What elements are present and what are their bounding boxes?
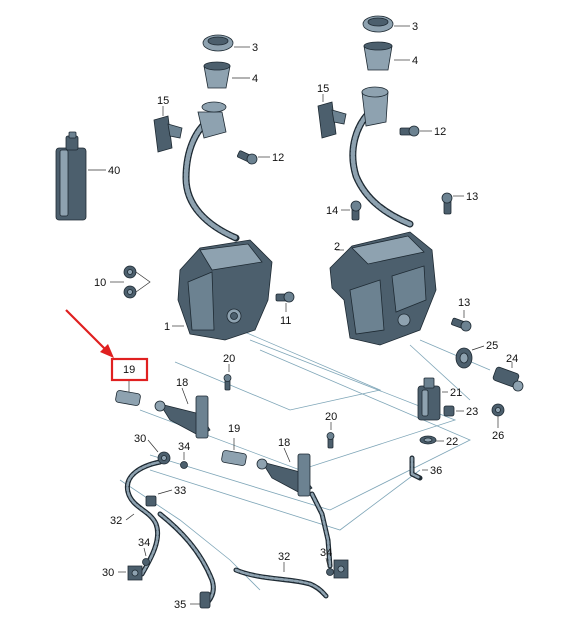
label-20-right: 20 bbox=[325, 411, 337, 423]
label-15-right: 15 bbox=[317, 83, 329, 95]
label-3-right: 3 bbox=[412, 21, 418, 33]
label-18-left: 18 bbox=[176, 377, 188, 389]
part-12-bolt-right[interactable] bbox=[399, 125, 420, 137]
label-19-right: 19 bbox=[228, 423, 240, 435]
label-36: 36 bbox=[430, 465, 442, 477]
part-40-fluid-bottle[interactable] bbox=[55, 131, 87, 221]
part-14-bolt[interactable] bbox=[350, 200, 362, 221]
part-filler-neck-right bbox=[349, 86, 414, 228]
label-34-middle: 34 bbox=[138, 537, 150, 549]
part-36-elbow[interactable] bbox=[409, 455, 423, 481]
label-33: 33 bbox=[174, 485, 186, 497]
part-2-washer-reservoir-alt[interactable] bbox=[329, 231, 437, 346]
label-19-highlighted: 19 bbox=[123, 364, 135, 376]
label-3-left: 3 bbox=[252, 42, 258, 54]
part-32-hose-left[interactable] bbox=[124, 459, 216, 607]
part-34-clip-middle[interactable] bbox=[142, 558, 150, 566]
label-34-right: 34 bbox=[320, 547, 332, 559]
part-1-washer-reservoir[interactable] bbox=[177, 239, 273, 341]
part-19-nozzle-cap-highlighted[interactable] bbox=[115, 390, 141, 406]
part-4-strainer-left[interactable] bbox=[203, 61, 231, 89]
part-connector-right-end[interactable] bbox=[333, 559, 349, 579]
label-12-left: 12 bbox=[272, 152, 284, 164]
part-20-screw-left[interactable] bbox=[223, 374, 232, 391]
label-30-upper: 30 bbox=[134, 433, 146, 445]
label-18-right: 18 bbox=[278, 437, 290, 449]
label-10: 10 bbox=[94, 277, 106, 289]
label-4-left: 4 bbox=[252, 73, 258, 85]
part-4-strainer-right[interactable] bbox=[363, 41, 393, 71]
part-13-bolt-upper[interactable] bbox=[441, 192, 453, 215]
label-1: 1 bbox=[164, 321, 170, 333]
label-4-right: 4 bbox=[412, 55, 418, 67]
part-30-connector-lower[interactable] bbox=[127, 565, 143, 581]
label-20-left: 20 bbox=[223, 353, 235, 365]
part-15-bracket-right[interactable] bbox=[317, 101, 347, 139]
part-24-level-sensor[interactable] bbox=[492, 366, 524, 392]
label-23: 23 bbox=[466, 406, 478, 418]
part-23-plug[interactable] bbox=[443, 405, 455, 417]
part-34-clip-upper[interactable] bbox=[180, 461, 188, 469]
part-19-nozzle-cap-right[interactable] bbox=[221, 450, 247, 466]
part-18-nozzle-right[interactable] bbox=[256, 453, 313, 497]
part-26-seal[interactable] bbox=[491, 403, 505, 417]
part-20-screw-right[interactable] bbox=[326, 432, 335, 449]
label-13-upper: 13 bbox=[466, 191, 478, 203]
part-3-cap-right[interactable] bbox=[362, 15, 394, 33]
part-15-bracket-left[interactable] bbox=[153, 115, 183, 153]
label-14: 14 bbox=[326, 205, 338, 217]
part-12-bolt-left[interactable] bbox=[237, 150, 258, 165]
part-34-clip-right[interactable] bbox=[326, 568, 334, 576]
part-10-nuts[interactable] bbox=[123, 265, 137, 299]
label-32-right: 32 bbox=[278, 551, 290, 563]
label-25: 25 bbox=[486, 340, 498, 352]
part-21-washer-pump[interactable] bbox=[417, 377, 441, 421]
label-22: 22 bbox=[446, 436, 458, 448]
part-22-seal-ring[interactable] bbox=[419, 435, 437, 445]
part-filler-neck-left bbox=[182, 101, 240, 242]
label-30-lower: 30 bbox=[102, 567, 114, 579]
label-2: 2 bbox=[334, 241, 340, 253]
part-35-connector[interactable] bbox=[199, 591, 211, 609]
label-26: 26 bbox=[492, 430, 504, 442]
label-13-lower: 13 bbox=[458, 297, 470, 309]
label-32-left: 32 bbox=[110, 515, 122, 527]
part-11-bolt[interactable] bbox=[275, 291, 295, 303]
part-30-connector-upper[interactable] bbox=[157, 451, 171, 465]
part-3-cap-left[interactable] bbox=[202, 34, 234, 52]
part-33-t-connector[interactable] bbox=[145, 495, 157, 507]
label-40: 40 bbox=[108, 165, 120, 177]
label-15-left: 15 bbox=[157, 95, 169, 107]
label-24: 24 bbox=[506, 353, 518, 365]
highlight-box-19 bbox=[110, 357, 149, 382]
label-35: 35 bbox=[174, 599, 186, 611]
part-25-grommet[interactable] bbox=[455, 347, 473, 369]
part-18-nozzle-left[interactable] bbox=[154, 395, 211, 439]
highlight-arrow bbox=[65, 309, 114, 358]
label-11: 11 bbox=[280, 315, 291, 327]
part-32-hose-right[interactable] bbox=[233, 491, 333, 599]
label-21: 21 bbox=[450, 387, 462, 399]
part-13-bolt-lower[interactable] bbox=[451, 317, 472, 332]
label-34-upper: 34 bbox=[178, 441, 190, 453]
label-12-right: 12 bbox=[434, 126, 446, 138]
